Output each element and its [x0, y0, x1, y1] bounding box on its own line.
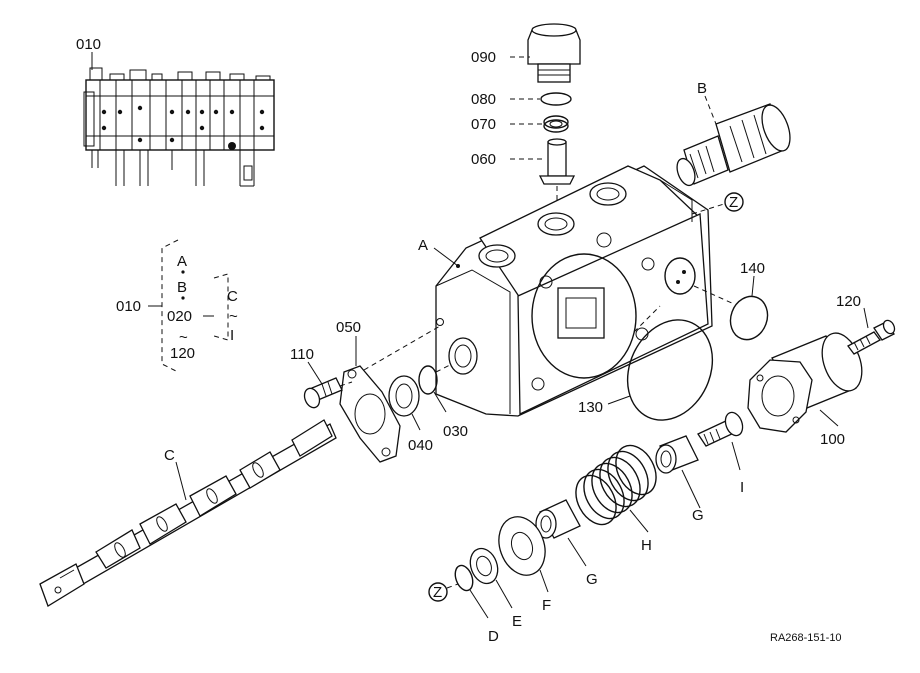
gasket-050	[339, 365, 401, 463]
spool-c	[39, 419, 337, 607]
callout-a: A	[418, 237, 428, 254]
spring-h	[575, 444, 657, 526]
drawing-code: RA268-151-10	[770, 632, 842, 644]
spring-seat-g-lower	[535, 499, 581, 539]
poppet-060	[538, 138, 576, 185]
plug-090	[527, 23, 581, 83]
callout-g-lower: G	[586, 571, 598, 588]
washer-f	[498, 516, 546, 576]
callout-040: 040	[408, 437, 433, 454]
view-marker-z-bottom	[428, 582, 448, 602]
callout-080: 080	[471, 91, 496, 108]
o-ring-d	[454, 564, 474, 592]
callout-c: C	[164, 447, 175, 464]
range-tilde-2: ~	[229, 308, 238, 325]
callout-e: E	[512, 613, 522, 630]
callout-010-range: 010	[116, 298, 141, 315]
callout-070: 070	[471, 116, 496, 133]
o-ring-030	[418, 365, 438, 395]
bolt-i	[697, 411, 744, 447]
callout-z-bottom: Z	[433, 584, 442, 601]
callout-100: 100	[820, 431, 845, 448]
range-label-a: A	[177, 253, 187, 270]
callout-090: 090	[471, 49, 496, 66]
callout-120: 120	[836, 293, 861, 310]
o-ring-140	[729, 295, 769, 341]
o-ring-130	[626, 319, 714, 421]
range-tilde-1: ~	[179, 329, 188, 346]
range-bracket	[148, 239, 229, 373]
ring-e	[469, 547, 499, 585]
range-label-i: I	[230, 327, 234, 344]
callout-d: D	[488, 628, 499, 645]
callout-f: F	[542, 597, 551, 614]
callout-050: 050	[336, 319, 361, 336]
callout-010-assembly: 010	[76, 36, 101, 53]
valve-bank-assembly	[83, 67, 275, 187]
screw-120	[847, 319, 896, 355]
ring-070	[543, 115, 569, 133]
o-ring-080	[540, 92, 572, 106]
bolt-110	[303, 377, 343, 409]
callout-110: 110	[290, 346, 314, 363]
callout-z-top: Z	[729, 194, 738, 211]
view-marker-z-top	[724, 192, 744, 212]
callout-b: B	[697, 80, 707, 97]
callout-130: 130	[578, 399, 603, 416]
relief-valve-b	[676, 103, 791, 187]
seal-040	[388, 375, 420, 417]
callout-020: 020	[167, 308, 192, 325]
range-label-c: C	[227, 288, 238, 305]
valve-body-a	[435, 165, 713, 417]
callout-120-range: 120	[170, 345, 195, 362]
range-label-b: B	[177, 279, 187, 296]
callout-i: I	[740, 479, 744, 496]
callout-h: H	[641, 537, 652, 554]
callout-140: 140	[740, 260, 765, 277]
spring-seat-g-upper	[655, 435, 699, 474]
callout-g-upper: G	[692, 507, 704, 524]
cap-100	[747, 332, 863, 433]
callout-060: 060	[471, 151, 496, 168]
callout-030: 030	[443, 423, 468, 440]
